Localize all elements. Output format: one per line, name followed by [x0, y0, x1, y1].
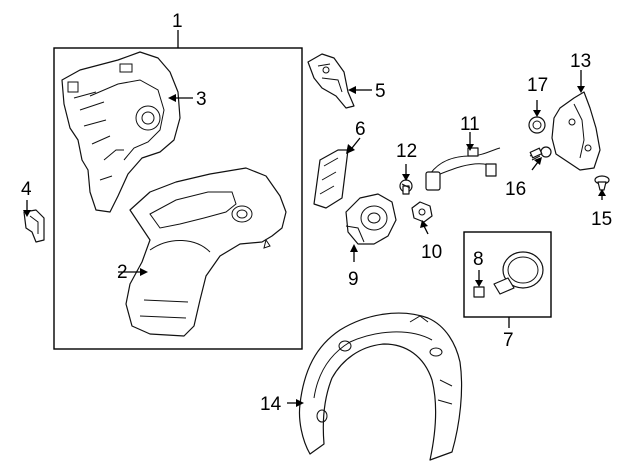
callout-2: 2	[117, 262, 128, 283]
callout-7: 7	[503, 330, 514, 351]
release-cable[interactable]	[425, 147, 501, 191]
callout-11: 11	[460, 114, 480, 135]
callout-6: 6	[355, 119, 366, 140]
callout-5: 5	[375, 81, 386, 102]
callout-15: 15	[591, 209, 612, 230]
fuel-door-bumper[interactable]	[473, 286, 485, 298]
liner-screw[interactable]	[529, 146, 552, 161]
fuel-door-kit-box	[463, 231, 552, 318]
push-retainer[interactable]	[594, 175, 610, 191]
trim-strip[interactable]	[313, 149, 349, 209]
callout-17: 17	[527, 75, 548, 96]
callout-8: 8	[473, 249, 484, 270]
fuel-filler-housing[interactable]	[345, 193, 397, 245]
inner-wheelhouse-panel[interactable]	[61, 51, 181, 213]
callout-16: 16	[505, 179, 526, 200]
callout-14: 14	[260, 394, 282, 415]
callout-9: 9	[348, 269, 359, 290]
callout-13: 13	[570, 51, 591, 72]
callout-3: 3	[196, 89, 207, 110]
quarter-panel-outer[interactable]	[125, 167, 287, 337]
callout-1: 1	[172, 11, 183, 32]
upper-bracket[interactable]	[307, 53, 355, 109]
callout-4: 4	[21, 179, 32, 200]
callout-10: 10	[421, 242, 442, 263]
fender-liner[interactable]	[298, 312, 463, 461]
housing-screw[interactable]	[399, 179, 413, 195]
mud-flap[interactable]	[551, 91, 601, 171]
small-bracket[interactable]	[23, 209, 45, 243]
fuel-door[interactable]	[493, 251, 544, 295]
release-bracket[interactable]	[411, 201, 433, 223]
nut[interactable]	[528, 116, 546, 134]
callout-12: 12	[396, 141, 417, 162]
